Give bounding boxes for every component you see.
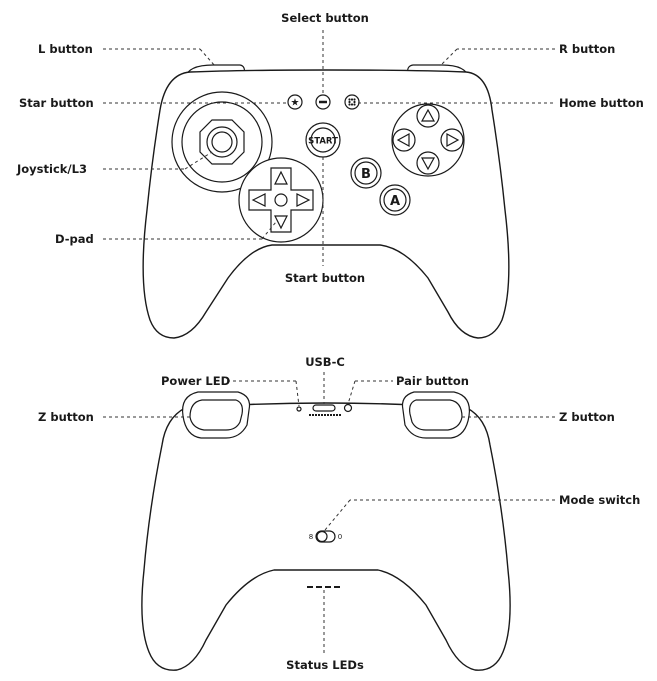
z-button-right-label: Z button xyxy=(559,410,615,424)
power-led-label: Power LED xyxy=(161,374,230,388)
z-trigger-right xyxy=(401,391,471,439)
dpad-down-icon xyxy=(274,215,288,230)
start-button-text: START xyxy=(308,137,338,147)
face-left-button xyxy=(392,128,416,152)
mode-switch-label: Mode switch xyxy=(559,493,640,507)
pair-button-label: Pair button xyxy=(396,374,469,388)
star-icon: ★ xyxy=(291,98,300,109)
face-right-button xyxy=(440,128,464,152)
usb-c-port xyxy=(312,404,336,412)
face-down-icon xyxy=(420,157,436,171)
home-button-label: Home button xyxy=(559,96,644,110)
star-button xyxy=(287,94,303,110)
start-button-label: Start button xyxy=(285,271,365,285)
face-button-cluster xyxy=(391,103,465,177)
dpad-label: D-pad xyxy=(55,232,94,246)
mode-switch-mark-left: 8 xyxy=(309,533,313,541)
z-button-left-label: Z button xyxy=(38,410,94,424)
face-left-icon xyxy=(396,132,410,148)
status-leds-label: Status LEDs xyxy=(286,658,364,672)
mode-switch-mark-right: 0 xyxy=(338,533,342,541)
face-right-icon xyxy=(446,132,460,148)
r-button-label: R button xyxy=(559,42,615,56)
dpad xyxy=(238,157,324,243)
b-button-text: B xyxy=(361,167,371,182)
back-view: 8 0 USB-C Power LED Pair button Z button… xyxy=(38,355,640,672)
dpad-up-icon xyxy=(274,170,288,185)
select-button-label: Select button xyxy=(281,11,369,25)
joystick-label: Joystick/L3 xyxy=(16,162,87,176)
pair-button xyxy=(343,403,353,413)
home-dots-icon xyxy=(348,98,356,106)
face-down-button xyxy=(416,151,440,175)
z-trigger-left xyxy=(181,391,251,439)
face-up-icon xyxy=(420,108,436,122)
power-led xyxy=(296,406,302,412)
face-up-button xyxy=(416,104,440,128)
mode-switch: 8 0 xyxy=(309,530,342,543)
dpad-right-icon xyxy=(296,193,311,207)
star-button-label: Star button xyxy=(19,96,94,110)
l-button-label: L button xyxy=(38,42,93,56)
a-button-text: A xyxy=(390,194,400,209)
dpad-left-icon xyxy=(251,193,266,207)
front-view: ★ START xyxy=(16,11,644,339)
joystick xyxy=(171,91,273,193)
usb-c-label: USB-C xyxy=(305,355,345,369)
home-button xyxy=(344,94,360,110)
